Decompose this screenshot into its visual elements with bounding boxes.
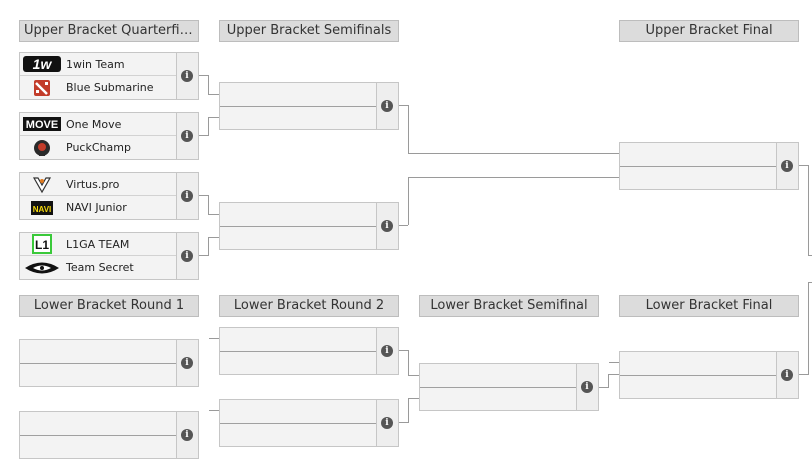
match-divider — [220, 106, 398, 107]
info-icon[interactable]: i — [181, 70, 193, 82]
info-icon[interactable]: i — [381, 417, 393, 429]
match-divider — [220, 351, 398, 352]
l1ga-logo: L1 — [22, 234, 62, 254]
team-name: Blue Submarine — [66, 81, 154, 94]
puckchamp-logo — [22, 138, 62, 158]
match-ub-qf-3[interactable]: Virtus.pro NAVI NAVI Junior i — [19, 172, 199, 220]
match-ub-sf-2[interactable]: i — [219, 202, 399, 250]
one-move-logo: MOVE — [22, 114, 62, 134]
svg-text:MOVE: MOVE — [26, 119, 58, 131]
match-divider — [620, 166, 798, 167]
info-icon[interactable]: i — [181, 429, 193, 441]
team-row[interactable]: L1 L1GA TEAM — [20, 233, 176, 256]
match-lb-r2-2[interactable]: i — [219, 399, 399, 447]
header-lower-bracket-semifinal: Lower Bracket Semifinal — [419, 295, 599, 317]
team-name: L1GA TEAM — [66, 237, 130, 251]
team-row[interactable]: Virtus.pro — [20, 173, 176, 196]
match-divider — [420, 387, 598, 388]
match-ub-sf-1[interactable]: i — [219, 82, 399, 130]
team-name: NAVI Junior — [66, 201, 127, 214]
match-lb-r2-1[interactable]: i — [219, 327, 399, 375]
team-name: Team Secret — [66, 261, 134, 274]
info-icon[interactable]: i — [381, 100, 393, 112]
header-lower-bracket-round-1: Lower Bracket Round 1 — [19, 295, 199, 317]
virtus-pro-logo — [22, 174, 62, 194]
1win-logo: 1w — [22, 54, 62, 74]
match-lb-sf[interactable]: i — [419, 363, 599, 411]
team-row[interactable]: Team Secret — [20, 256, 176, 279]
match-divider — [220, 423, 398, 424]
header-lower-bracket-round-2: Lower Bracket Round 2 — [219, 295, 399, 317]
team-row[interactable]: NAVI NAVI Junior — [20, 196, 176, 219]
svg-text:NAVI: NAVI — [33, 205, 52, 214]
info-icon[interactable]: i — [181, 250, 193, 262]
info-icon[interactable]: i — [181, 130, 193, 142]
team-row[interactable]: Blue Submarine — [20, 76, 176, 99]
match-ub-qf-4[interactable]: L1 L1GA TEAM Team Secret i — [19, 232, 199, 280]
match-divider — [20, 363, 198, 364]
team-row[interactable]: PuckChamp — [20, 136, 176, 159]
dota-logo — [22, 78, 62, 98]
team-secret-logo — [22, 258, 62, 278]
match-divider — [20, 435, 198, 436]
info-icon[interactable]: i — [181, 190, 193, 202]
svg-text:L1: L1 — [35, 238, 49, 252]
team-name: One Move — [66, 117, 122, 131]
navi-logo: NAVI — [22, 198, 62, 218]
team-name: 1win Team — [66, 57, 125, 71]
match-divider — [620, 375, 798, 376]
match-divider — [220, 226, 398, 227]
header-upper-bracket-quarterfinals: Upper Bracket Quarterfin... — [19, 20, 199, 42]
match-lb-r1-2[interactable]: i — [19, 411, 199, 459]
team-name: Virtus.pro — [66, 177, 120, 191]
header-upper-bracket-final: Upper Bracket Final — [619, 20, 799, 42]
match-ub-qf-1[interactable]: 1w 1win Team Blue Submarine i — [19, 52, 199, 100]
team-row[interactable]: 1w 1win Team — [20, 53, 176, 76]
match-ub-qf-2[interactable]: MOVE One Move PuckChamp i — [19, 112, 199, 160]
svg-text:1w: 1w — [33, 56, 53, 72]
info-icon[interactable]: i — [381, 220, 393, 232]
header-lower-bracket-final: Lower Bracket Final — [619, 295, 799, 317]
match-lb-r1-1[interactable]: i — [19, 339, 199, 387]
header-upper-bracket-semifinals: Upper Bracket Semifinals — [219, 20, 399, 42]
info-icon[interactable]: i — [381, 345, 393, 357]
match-lb-final[interactable]: i — [619, 351, 799, 399]
team-row[interactable]: MOVE One Move — [20, 113, 176, 136]
team-name: PuckChamp — [66, 141, 131, 154]
info-icon[interactable]: i — [781, 369, 793, 381]
info-icon[interactable]: i — [181, 357, 193, 369]
info-icon[interactable]: i — [781, 160, 793, 172]
info-icon[interactable]: i — [581, 381, 593, 393]
match-ub-final[interactable]: i — [619, 142, 799, 190]
